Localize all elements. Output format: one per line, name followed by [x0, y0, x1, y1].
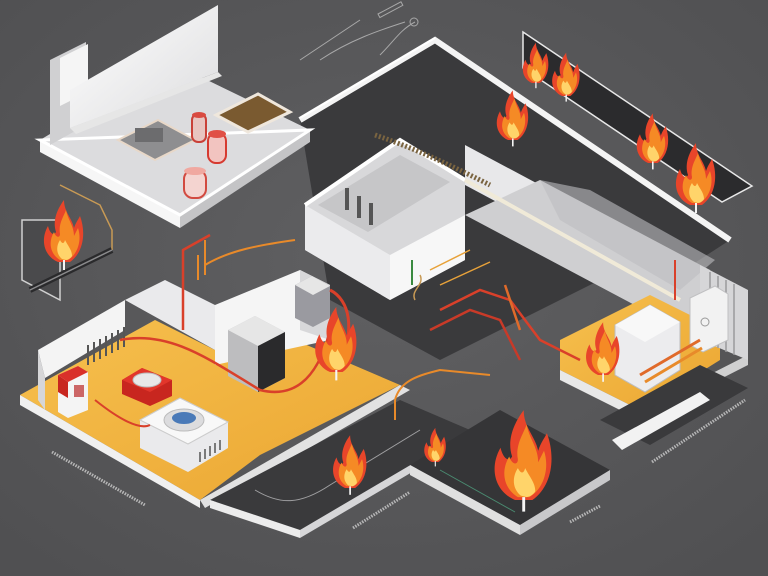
conduit [374, 132, 492, 188]
control-room [20, 233, 410, 508]
smoke-detector-icon [138, 397, 230, 472]
flame-strip [495, 30, 754, 214]
gas-cylinder-icon [183, 167, 207, 199]
electrical-cabinet-icon [228, 316, 285, 392]
caption-left [51, 450, 146, 507]
vent-grille-icon [87, 327, 125, 365]
wiring [413, 249, 581, 362]
fire-cabinet [21, 184, 114, 302]
hvac-unit-icon [295, 276, 330, 327]
lower-platform-center [394, 368, 610, 535]
lower-platform-right [600, 365, 748, 450]
gas-cylinder-icon [191, 112, 207, 143]
caption-bottom-right [569, 398, 746, 524]
fire-alarm-panel-icon [58, 366, 88, 418]
alarm-bell-icon [122, 368, 172, 406]
caption-top [299, 1, 419, 61]
caption-bottom-center [352, 490, 411, 530]
storage-room [34, 5, 316, 228]
gas-cylinder-icon [207, 130, 227, 164]
